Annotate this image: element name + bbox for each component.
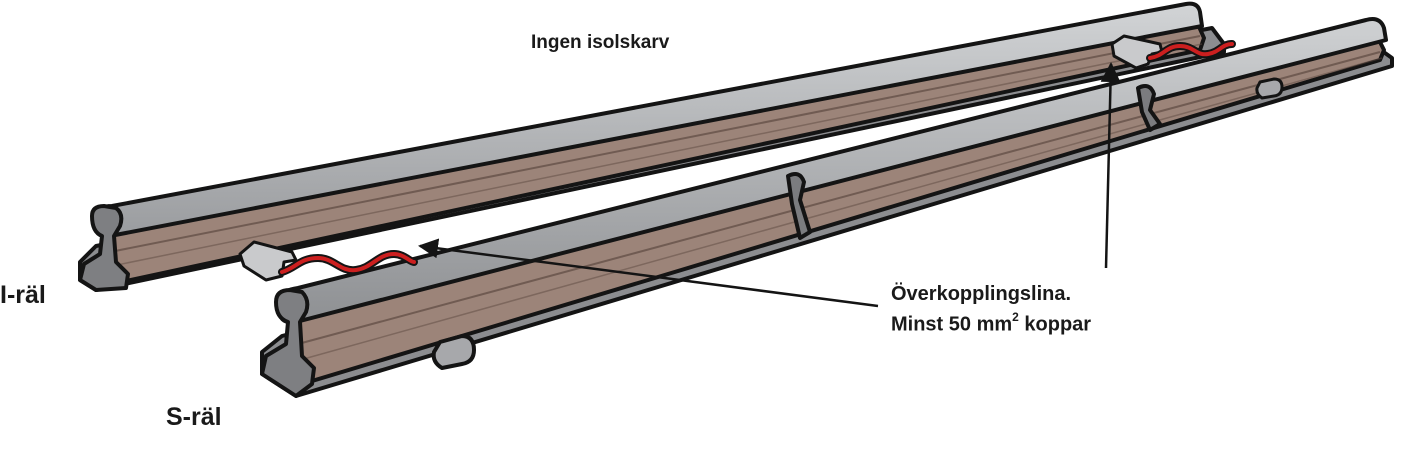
label-bond-cable-line1: Överkopplingslina. [891, 283, 1072, 305]
label-bond-cable-prefix: Minst 50 mm [891, 313, 1013, 336]
s-rail-joint-1 [786, 172, 812, 240]
label-no-insulated-joint: Ingen isolskarv [531, 32, 670, 53]
s-rail-joint-2 [1136, 84, 1162, 132]
s-rail-bolt-front [431, 334, 476, 370]
arrow-to-far-cable [1100, 62, 1121, 269]
bond-cable-near [238, 240, 418, 282]
label-i-rail: I-räl [0, 281, 46, 309]
label-bond-cable-sup: 2 [1012, 310, 1019, 324]
s-rail-bolt-back [1255, 77, 1284, 100]
bond-cable-far [1110, 34, 1236, 70]
s-rail-end-face [260, 288, 316, 398]
label-s-rail: S-räl [166, 403, 222, 431]
label-bond-cable-suffix: koppar [1018, 313, 1092, 336]
i-rail [78, 1, 1226, 292]
label-bond-cable-line2: Minst 50 mm2 koppar [891, 310, 1092, 336]
i-rail-end-face [78, 204, 130, 292]
arrow-to-near-cable [418, 238, 879, 308]
